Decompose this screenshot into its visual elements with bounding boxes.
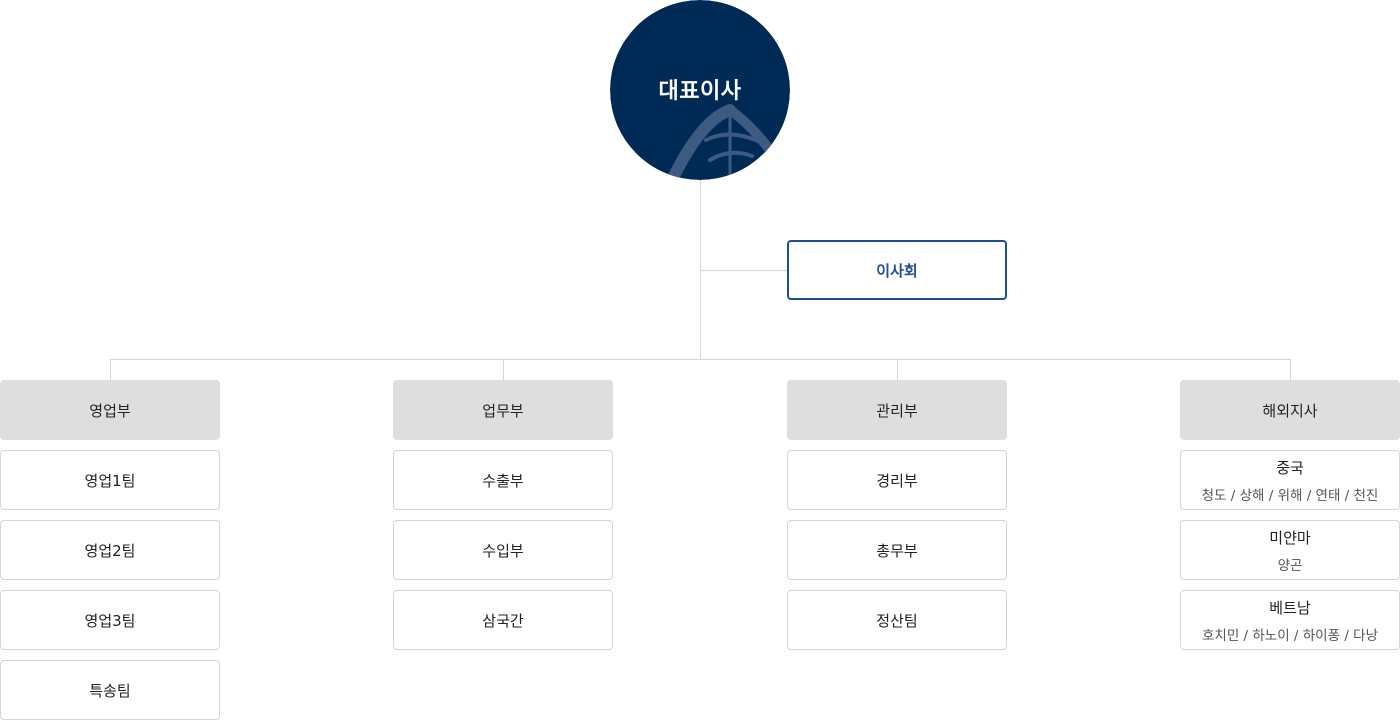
branch-box-myanmar: 미얀마 양곤 [1180, 520, 1400, 580]
branch-box-china: 중국 청도 / 상해 / 위해 / 연태 / 천진 [1180, 450, 1400, 510]
dept-drop-line-2 [503, 359, 504, 380]
board-node: 이사회 [787, 240, 1007, 300]
company-logo-icon [610, 0, 790, 180]
branch-cities: 청도 / 상해 / 위해 / 연태 / 천진 [1201, 487, 1379, 504]
team-label: 수출부 [482, 471, 524, 490]
team-box: 수입부 [393, 520, 613, 580]
dept-horizontal-line [110, 359, 1291, 360]
team-box: 영업1팀 [0, 450, 220, 510]
dept-drop-line-1 [110, 359, 111, 380]
team-label: 경리부 [876, 471, 918, 490]
team-label: 수입부 [482, 541, 524, 560]
team-label: 영업2팀 [84, 541, 136, 560]
team-label: 총무부 [876, 541, 918, 560]
board-branch-line [700, 270, 787, 271]
team-label: 삼국간 [482, 611, 524, 630]
dept-management: 관리부 [787, 380, 1007, 440]
branch-country: 베트남 [1269, 598, 1311, 617]
dept-drop-line-3 [897, 359, 898, 380]
team-box: 경리부 [787, 450, 1007, 510]
team-box: 삼국간 [393, 590, 613, 650]
branch-country: 미얀마 [1269, 528, 1311, 547]
branch-box-vietnam: 베트남 호치민 / 하노이 / 하이퐁 / 다낭 [1180, 590, 1400, 650]
team-label: 특송팀 [89, 681, 131, 700]
board-label: 이사회 [876, 261, 918, 280]
ceo-label: 대표이사 [658, 79, 742, 104]
dept-overseas-branches: 해외지사 [1180, 380, 1400, 440]
branch-cities: 호치민 / 하노이 / 하이퐁 / 다낭 [1201, 627, 1378, 644]
dept-drop-line-4 [1290, 359, 1291, 380]
team-box: 정산팀 [787, 590, 1007, 650]
dept-label: 해외지사 [1262, 401, 1318, 420]
team-box: 총무부 [787, 520, 1007, 580]
dept-label: 영업부 [89, 401, 131, 420]
team-box: 수출부 [393, 450, 613, 510]
dept-label: 관리부 [876, 401, 918, 420]
ceo-node: 대표이사 [610, 0, 790, 180]
team-label: 영업1팀 [84, 471, 136, 490]
dept-operations: 업무부 [393, 380, 613, 440]
team-label: 영업3팀 [84, 611, 136, 630]
team-box: 영업2팀 [0, 520, 220, 580]
team-label: 정산팀 [876, 611, 918, 630]
branch-country: 중국 [1276, 458, 1304, 477]
branch-cities: 양곤 [1277, 557, 1303, 574]
dept-sales: 영업부 [0, 380, 220, 440]
team-box: 영업3팀 [0, 590, 220, 650]
dept-label: 업무부 [482, 401, 524, 420]
team-box: 특송팀 [0, 660, 220, 720]
